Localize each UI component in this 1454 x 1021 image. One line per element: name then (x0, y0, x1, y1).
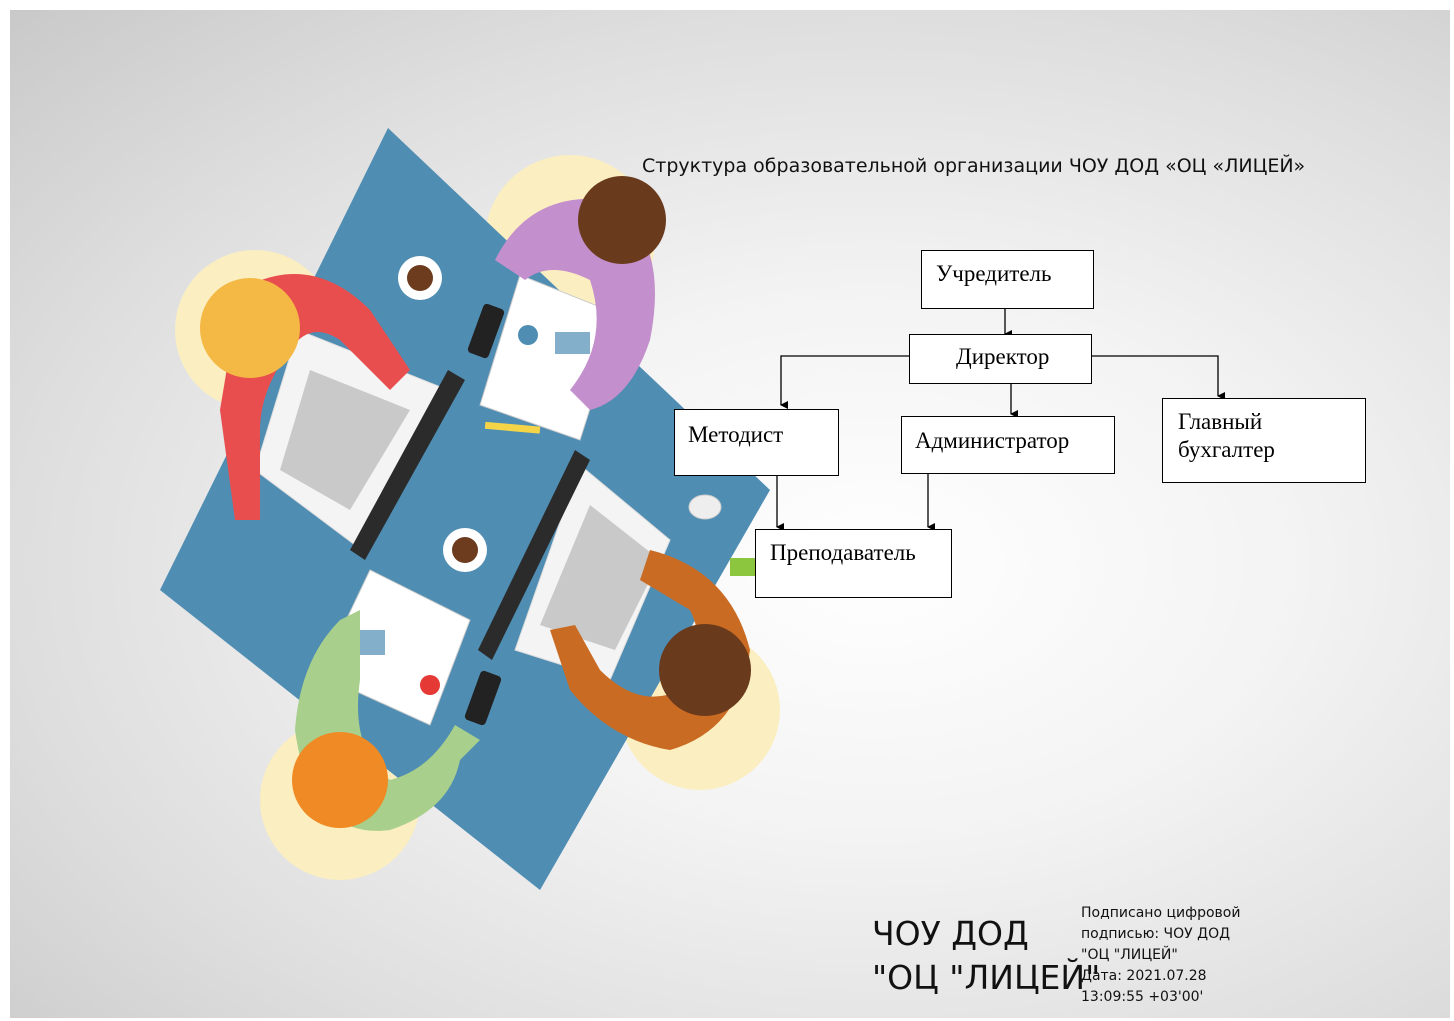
signature-line1: Подписано цифровой (1081, 905, 1241, 921)
signature-line5: 13:09:55 +03'00' (1081, 989, 1204, 1005)
node-director: Директор (909, 334, 1092, 384)
person-top (495, 176, 666, 410)
node-chief-accountant: Главный бухгалтер (1162, 398, 1366, 483)
mouse (688, 494, 722, 520)
node-founder-label: Учредитель (936, 261, 1052, 286)
edge-director-accountant (1092, 355, 1225, 400)
coffee-cup-top (398, 256, 442, 300)
signature-details: Подписано цифровой подписью: ЧОУ ДОД "ОЦ… (1081, 903, 1240, 1008)
node-methodist-label: Методист (688, 422, 784, 447)
signature-organization: ЧОУ ДОД "ОЦ "ЛИЦЕЙ" (872, 912, 1100, 1000)
signature-line3: "ОЦ "ЛИЦЕЙ" (1081, 947, 1178, 963)
node-methodist: Методист (674, 409, 839, 476)
connector-lines (776, 309, 1225, 531)
signature-org-line2: "ОЦ "ЛИЦЕЙ" (872, 958, 1101, 997)
signature-org-line1: ЧОУ ДОД (872, 914, 1029, 953)
node-founder: Учредитель (921, 250, 1094, 309)
signature-line2: подписью: ЧОУ ДОД (1081, 926, 1231, 942)
laptop-right (478, 450, 671, 681)
node-teacher-label: Преподаватель (770, 540, 916, 565)
node-chief-accountant-line1: Главный (1178, 409, 1263, 434)
node-teacher: Преподаватель (755, 529, 952, 598)
person-right (550, 550, 751, 750)
slide: Структура образовательной организации ЧО… (10, 10, 1450, 1018)
person-left (200, 274, 410, 520)
signature-line4: Дата: 2021.07.28 (1081, 968, 1207, 984)
edge-director-methodist (780, 355, 909, 409)
team-meeting-illustration (160, 128, 780, 890)
node-director-label: Директор (956, 344, 1050, 369)
node-administrator: Администратор (901, 416, 1115, 474)
pencil (484, 421, 541, 434)
phone-bottom (464, 670, 502, 726)
coffee-cup-bottom (443, 528, 487, 572)
diagram-title: Структура образовательной организации ЧО… (642, 155, 1306, 177)
node-chief-accountant-line2: бухгалтер (1178, 437, 1275, 462)
person-bottom (292, 610, 480, 831)
phone-top (467, 303, 505, 359)
node-administrator-label: Администратор (915, 428, 1070, 453)
